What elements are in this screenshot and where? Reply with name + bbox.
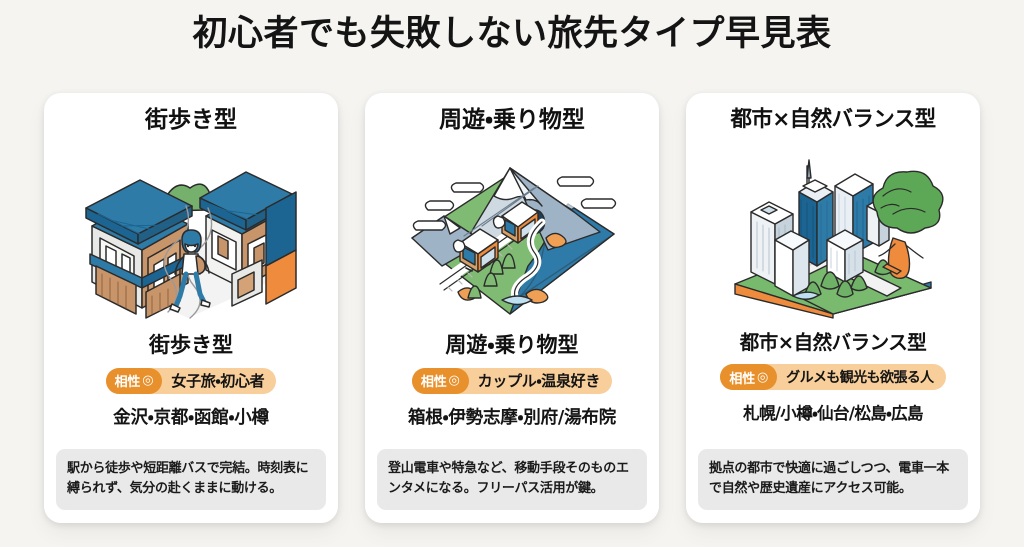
compatibility-badge: 相性◎ グルメも観光も欲張る人 xyxy=(720,364,946,391)
page-title: 初心者でも失敗しない旅先タイプ早見表 xyxy=(192,14,832,54)
compatibility-pill: 相性◎ xyxy=(411,367,469,394)
double-circle-icon: ◎ xyxy=(757,369,769,385)
compatibility-badge: 相性◎ カップル・温泉好き xyxy=(411,367,613,394)
double-circle-icon: ◎ xyxy=(448,373,460,389)
compatibility-pill: 相性◎ xyxy=(720,364,778,391)
compatibility-audience: カップル・温泉好き xyxy=(477,372,601,391)
travel-type-card-city-nature[interactable]: 都市×自然バランス型 xyxy=(686,93,980,523)
card-heading: 街歩き型 xyxy=(145,107,237,133)
card-type-label: 都市×自然バランス型 xyxy=(739,330,927,354)
destination-list: 箱根・伊勢志摩・別府/湯布院 xyxy=(408,407,616,428)
card-heading: 周遊・乗り物型 xyxy=(439,107,585,133)
mountain-train-illustration xyxy=(377,143,647,325)
card-heading: 都市×自然バランス型 xyxy=(730,107,936,132)
compatibility-audience: 女子旅・初心者 xyxy=(171,372,265,391)
compatibility-pill-label: 相性 xyxy=(729,371,756,387)
card-row: 街歩き型 xyxy=(44,93,980,523)
townscape-walking-illustration xyxy=(56,143,326,325)
double-circle-icon: ◎ xyxy=(142,373,154,389)
compatibility-pill: 相性◎ xyxy=(105,367,163,394)
travel-type-card-walking[interactable]: 街歩き型 xyxy=(44,93,338,523)
destination-list: 札幌/小樽・仙台/松島・広島 xyxy=(743,404,923,424)
destination-list: 金沢・京都・函館・小樽 xyxy=(113,407,269,428)
compatibility-pill-label: 相性 xyxy=(114,375,141,391)
compatibility-pill-label: 相性 xyxy=(420,375,447,391)
description-box: 登山電車や特急など、移動手段そのものエンタメになる。フリーパス活用が鍵。 xyxy=(377,448,647,510)
city-nature-illustration xyxy=(698,141,968,323)
card-type-label: 街歩き型 xyxy=(149,332,233,357)
compatibility-audience: グルメも観光も欲張る人 xyxy=(786,370,934,387)
description-box: 駅から徒歩や短距離バスで完結。時刻表に縛られず、気分の赴くままに動ける。 xyxy=(56,448,326,510)
card-type-label: 周遊・乗り物型 xyxy=(445,332,579,357)
description-box: 拠点の都市で快適に過ごしつつ、電車一本で自然や歴史遺産にアクセス可能。 xyxy=(698,448,968,510)
compatibility-badge: 相性◎ 女子旅・初心者 xyxy=(105,367,277,394)
travel-type-card-transport[interactable]: 周遊・乗り物型 xyxy=(365,93,659,523)
